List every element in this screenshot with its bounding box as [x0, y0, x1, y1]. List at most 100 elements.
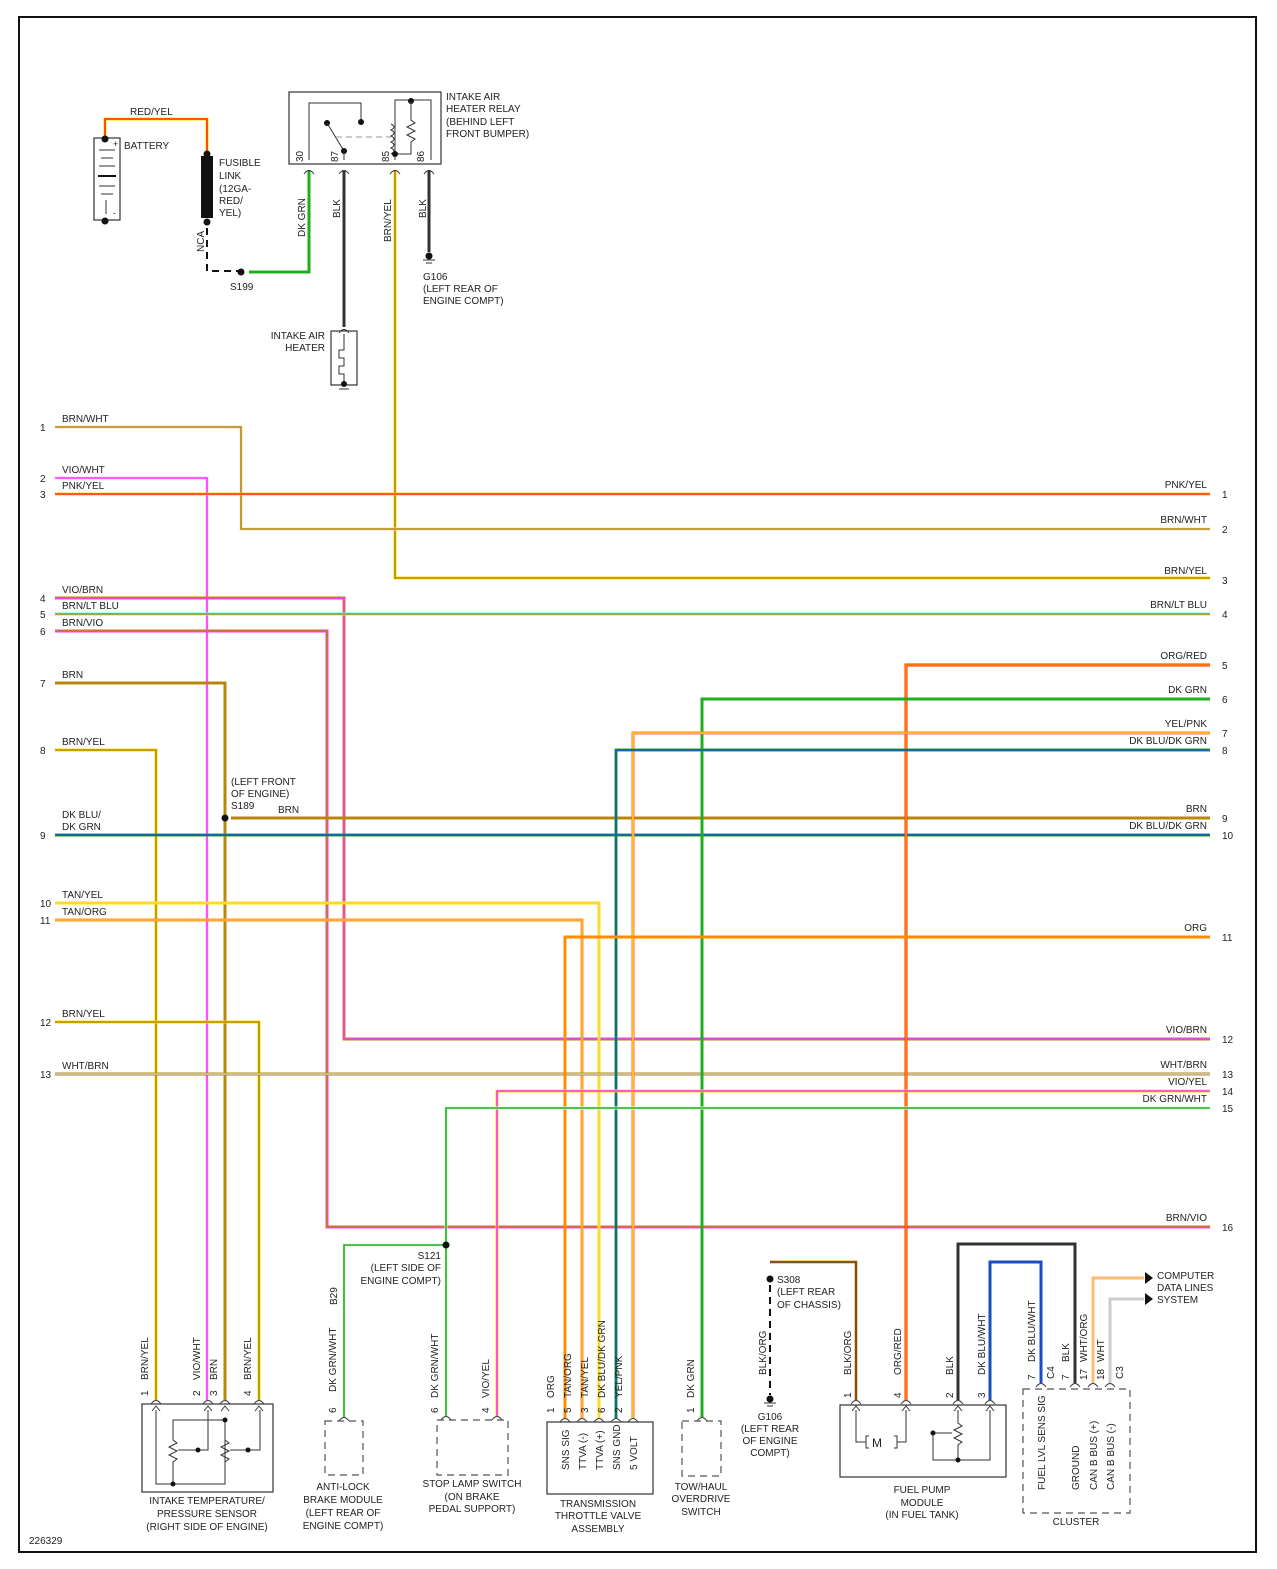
wire-base — [615, 749, 1210, 1418]
wire-stripe — [614, 748, 1210, 1418]
right-wire-label: BRN/WHT — [1160, 515, 1207, 526]
wire-base — [55, 477, 208, 1400]
ttva-wire-label: TAN/ORG — [563, 1353, 574, 1398]
wire-stripe — [956, 1242, 1077, 1400]
relay-label: HEATER RELAY — [446, 104, 521, 115]
wire-stripe — [55, 681, 227, 1400]
cluster-box — [1022, 1388, 1131, 1514]
pin-arrow — [985, 1405, 995, 1412]
connector-terminal — [491, 1416, 503, 1421]
right-pin-number: 14 — [1222, 1087, 1234, 1098]
arrow-icon — [1145, 1293, 1153, 1305]
junction — [245, 1447, 251, 1453]
left-wire-label: VIO/WHT — [62, 465, 105, 476]
tow-haul-label: OVERDRIVE — [672, 1494, 731, 1505]
right-pin-number: 4 — [1222, 610, 1228, 621]
connector-terminal — [338, 1417, 350, 1422]
fuel-pump-wire-label: BLK — [945, 1356, 956, 1375]
g106-ground-point — [766, 1395, 774, 1403]
right-pin-number: 2 — [1222, 525, 1228, 536]
right-wire-label: VIO/BRN — [1166, 1025, 1207, 1036]
connector-terminal — [593, 1418, 605, 1423]
ttva-pin-number: 3 — [580, 1407, 591, 1413]
sensor-wire-label: BRN/YEL — [140, 1337, 151, 1380]
right-pin-number: 5 — [1222, 661, 1228, 672]
battery-minus-sign: - — [113, 208, 116, 218]
tow-haul-label: SWITCH — [681, 1507, 720, 1518]
battery-negative-terminal — [101, 217, 109, 225]
wire-base — [104, 118, 208, 154]
right-wire-label: WHT/BRN — [1160, 1060, 1207, 1071]
right-wire-label: DK BLU/DK GRN — [1129, 821, 1207, 832]
wire-circuit-12 — [55, 1020, 261, 1400]
connector-label-c4: C4 — [1046, 1366, 1057, 1379]
left-wire-label: BRN/VIO — [62, 618, 103, 629]
s189-label: OF ENGINE) — [231, 789, 289, 800]
right-wire-label: DK BLU/DK GRN — [1129, 736, 1207, 747]
relay-pin-85: 85 — [381, 150, 392, 162]
right-pin-number: 1 — [1222, 490, 1228, 501]
fuel-sender-wire — [932, 1410, 991, 1461]
fuel-pump-wire — [855, 1410, 866, 1443]
sensor-label: (RIGHT SIDE OF ENGINE) — [146, 1522, 268, 1533]
wire-base — [343, 1244, 446, 1417]
intake-temperature-pressure-sensor: INTAKE TEMPERATURE/ PRESSURE SENSOR (RIG… — [141, 1403, 274, 1533]
wire-base — [496, 1090, 1210, 1416]
cluster-pin-number: 18 — [1096, 1368, 1107, 1380]
abs-pin-number: 6 — [328, 1407, 339, 1413]
connector-terminal — [440, 1416, 452, 1421]
connector-terminal — [389, 170, 401, 175]
left-wire-label: BRN — [62, 670, 83, 681]
right-pin-number: 6 — [1222, 695, 1228, 706]
ttva-pin-function: 5 VOLT — [629, 1436, 640, 1470]
g106-label: G106 — [758, 1412, 783, 1423]
abs-label: BRAKE MODULE — [303, 1495, 383, 1506]
wire-label: BLK — [332, 199, 343, 218]
junction — [955, 1457, 961, 1463]
connector-terminal — [1087, 1383, 1099, 1388]
wire-right-6 — [700, 697, 1210, 1417]
sensor-pin-number: 4 — [243, 1390, 254, 1396]
sensor-wire-label: VIO/WHT — [192, 1337, 203, 1380]
left-pin-number: 4 — [40, 594, 46, 605]
fuel-pump-module: M FUEL PUMP MODULE (IN FUEL TANK) — [839, 1404, 1007, 1521]
connector-terminal — [423, 170, 435, 175]
connector-terminal — [576, 1418, 588, 1423]
relay-coil — [389, 123, 395, 155]
wire-circuit-6 — [55, 629, 1210, 1229]
s189-label: (LEFT FRONT — [231, 777, 296, 788]
sensor-box — [141, 1403, 274, 1493]
right-wire-label: BRN/LT BLU — [1150, 600, 1207, 611]
relay-contact — [358, 119, 364, 125]
g106-label: COMPT) — [750, 1448, 789, 1459]
data-lines-label: DATA LINES — [1157, 1283, 1214, 1294]
ttva-label: TRANSMISSION — [560, 1499, 636, 1510]
connector-terminal — [952, 1400, 964, 1405]
left-wire-label: DK BLU/ — [62, 810, 101, 821]
right-wire-label: DK GRN/WHT — [1143, 1094, 1207, 1105]
wire-stripe — [55, 918, 584, 1418]
right-wire-label: DK GRN — [1168, 685, 1207, 696]
sensor-internal-wire — [155, 1410, 226, 1485]
ttva-pin-number: 2 — [614, 1407, 625, 1413]
connector-terminal — [150, 1400, 162, 1405]
cluster-wire-label: BLK — [1061, 1343, 1072, 1362]
ttva-label: ASSEMBLY — [571, 1524, 624, 1535]
wire-base — [632, 732, 1210, 1418]
heater-element — [338, 334, 345, 383]
splice-dot — [221, 814, 229, 822]
wire-circuit-8 — [55, 748, 158, 1400]
wire-stripe — [563, 935, 1210, 1418]
fusible-link-terminal — [203, 218, 211, 226]
wire-relay-30 — [249, 170, 311, 274]
wire-s121-abs — [342, 1243, 446, 1417]
s308-splice: S308 (LEFT REAR OF CHASSIS) BLK/ORG G106… — [741, 1275, 841, 1459]
relay-pin-86: 86 — [416, 150, 427, 162]
right-wire-label: BRN/VIO — [1166, 1213, 1207, 1224]
stop-lamp-box — [436, 1419, 509, 1476]
heater-label: INTAKE AIR — [271, 331, 325, 342]
relay-label: INTAKE AIR — [446, 92, 500, 103]
anti-lock-brake-module: ANTI-LOCK BRAKE MODULE (LEFT REAR OF ENG… — [303, 1287, 384, 1532]
wire-circuit-11 — [55, 918, 584, 1418]
fuel-level-sender — [952, 1410, 964, 1460]
